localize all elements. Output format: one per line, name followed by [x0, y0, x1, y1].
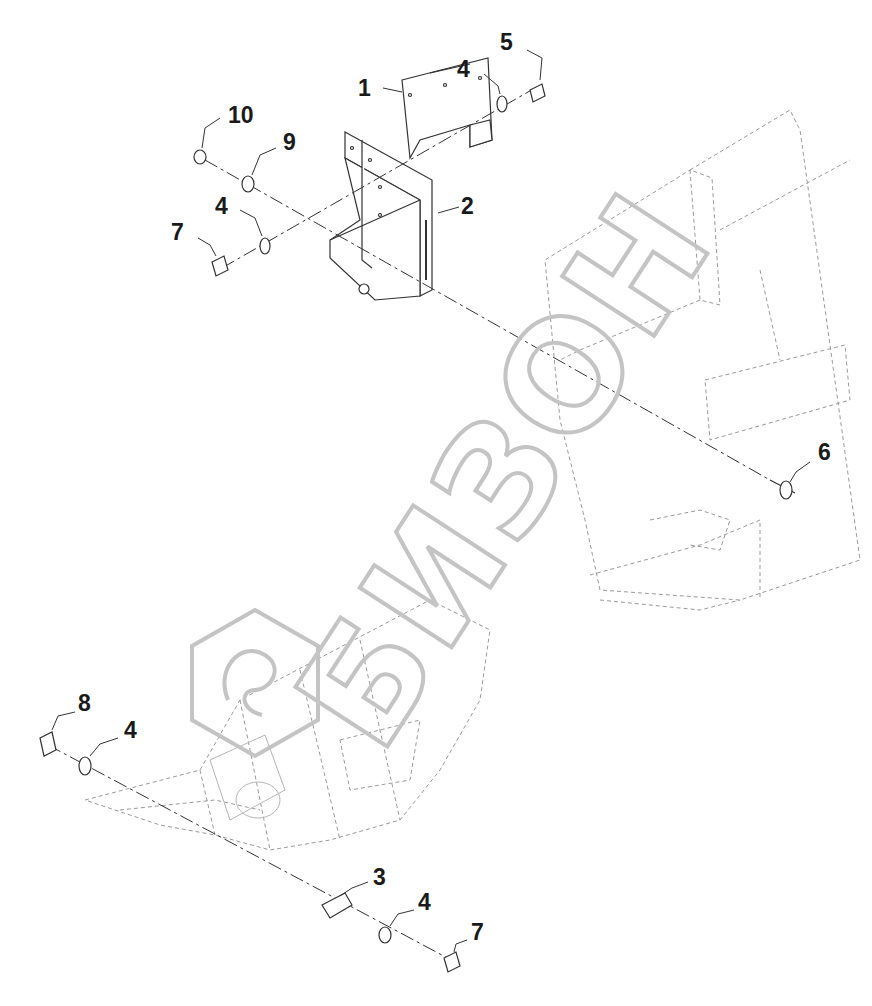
callout-number: 3 — [373, 866, 386, 889]
callout-number: 6 — [818, 441, 831, 464]
callout-number: 4 — [418, 891, 431, 914]
callout-number: 4 — [215, 195, 228, 218]
callout-number: 4 — [124, 719, 137, 742]
callout-number: 4 — [457, 58, 470, 81]
callout-number: 1 — [358, 77, 371, 100]
callout-number: 5 — [500, 31, 513, 54]
callout-number: 7 — [471, 921, 484, 944]
callout-number: 10 — [228, 104, 254, 127]
callout-number: 8 — [78, 692, 91, 715]
callout-number: 9 — [283, 131, 296, 154]
callout-number: 7 — [171, 221, 184, 244]
callout-number: 2 — [461, 195, 474, 218]
